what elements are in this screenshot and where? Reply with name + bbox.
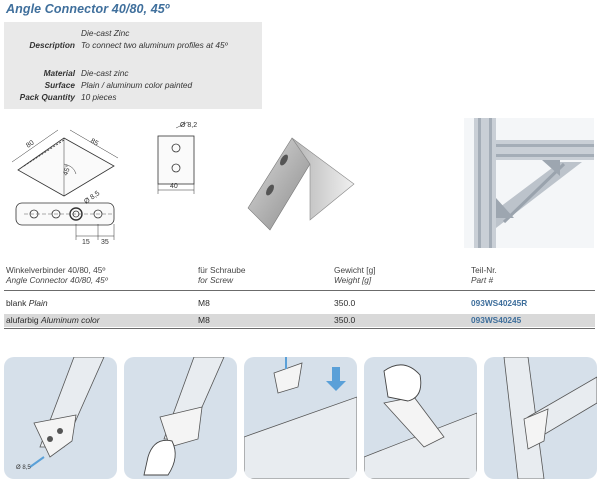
header-en: Angle Connector 40/80, 45º	[6, 275, 108, 285]
header-de: Teil-Nr.	[471, 265, 497, 275]
assembly-step-2	[124, 357, 237, 479]
table-row: alufarbig Aluminum color M8 350.0 093WS4…	[4, 314, 595, 327]
cell-finish-en: Plain	[28, 298, 48, 308]
assembly-step-1: Ø 8,5	[4, 357, 117, 479]
technical-drawing-plate: Ø 8,2 40	[157, 121, 197, 194]
spec-value: Plain / aluminum color painted	[81, 80, 193, 90]
dim-45-label: 45°	[61, 164, 72, 177]
dim-85-label: 85	[89, 138, 99, 148]
cell-finish-de: blank	[6, 298, 27, 308]
table-header-weight: Gewicht [g] Weight [g]	[334, 265, 376, 285]
assembly-step-4	[364, 357, 477, 479]
cell-screw: M8	[198, 298, 210, 308]
header-en: Weight [g]	[334, 275, 372, 285]
table-header-part: Teil-Nr. Part #	[471, 265, 497, 285]
spec-label: Material	[43, 68, 75, 78]
cell-finish-de: alufarbig	[6, 315, 39, 325]
step-4-illustration	[364, 364, 477, 479]
dim-35-label: 35	[101, 239, 109, 246]
header-de: Gewicht [g]	[334, 265, 376, 275]
cell-screw: M8	[198, 315, 210, 325]
step-5-illustration	[503, 357, 597, 479]
header-en: for Screw	[198, 275, 234, 285]
spec-value: Die-cast Zinc	[81, 28, 130, 38]
cell-weight: 350.0	[334, 298, 356, 308]
cell-finish: blank Plain	[6, 297, 48, 310]
spec-value: 10 pieces	[81, 92, 117, 102]
spec-label: Pack Quantity	[19, 92, 75, 102]
spec-value: Die-cast zinc	[81, 68, 129, 78]
cell-finish-en: Aluminum color	[40, 315, 100, 325]
assembly-step-3	[244, 357, 357, 479]
spec-box: Die-cast Zinc Description To connect two…	[4, 22, 262, 109]
assembly-step-5	[484, 357, 597, 479]
cell-part-number[interactable]: 093WS40245	[471, 315, 522, 325]
step-1-dim-label: Ø 8,5	[16, 465, 31, 471]
header-de: Winkelverbinder 40/80, 45º	[6, 265, 106, 275]
step-2-illustration	[143, 357, 225, 476]
step-1-illustration: Ø 8,5	[16, 357, 105, 471]
step-3-illustration	[244, 357, 357, 479]
table-header-screw: für Schraube for Screw	[198, 265, 246, 285]
dim-d82-label: Ø 8,2	[180, 122, 197, 129]
cell-finish: alufarbig Aluminum color	[6, 314, 100, 327]
technical-drawing-side: 80 85 45° Ø 8,5 15 35	[11, 129, 119, 246]
cell-weight: 350.0	[334, 315, 356, 325]
dim-80-label: 80	[25, 139, 35, 149]
page-title: Angle Connector 40/80, 45º	[6, 2, 170, 16]
spec-value: To connect two aluminum profiles at 45º	[81, 40, 228, 50]
product-photo-connector	[247, 137, 355, 231]
dim-15-label: 15	[82, 239, 90, 246]
spec-label: Surface	[44, 80, 75, 90]
table-row: blank Plain M8 350.0 093WS40245R	[4, 297, 595, 310]
dim-40-label: 40	[170, 183, 178, 190]
table-rule-bottom	[4, 328, 595, 329]
cell-part-number[interactable]: 093WS40245R	[471, 298, 528, 308]
table-rule-top	[4, 290, 595, 291]
spec-label: Description	[29, 40, 75, 50]
application-photo	[464, 118, 594, 248]
header-de: für Schraube	[198, 265, 246, 275]
table-header-description: Winkelverbinder 40/80, 45º Angle Connect…	[6, 265, 108, 285]
header-en: Part #	[471, 275, 494, 285]
